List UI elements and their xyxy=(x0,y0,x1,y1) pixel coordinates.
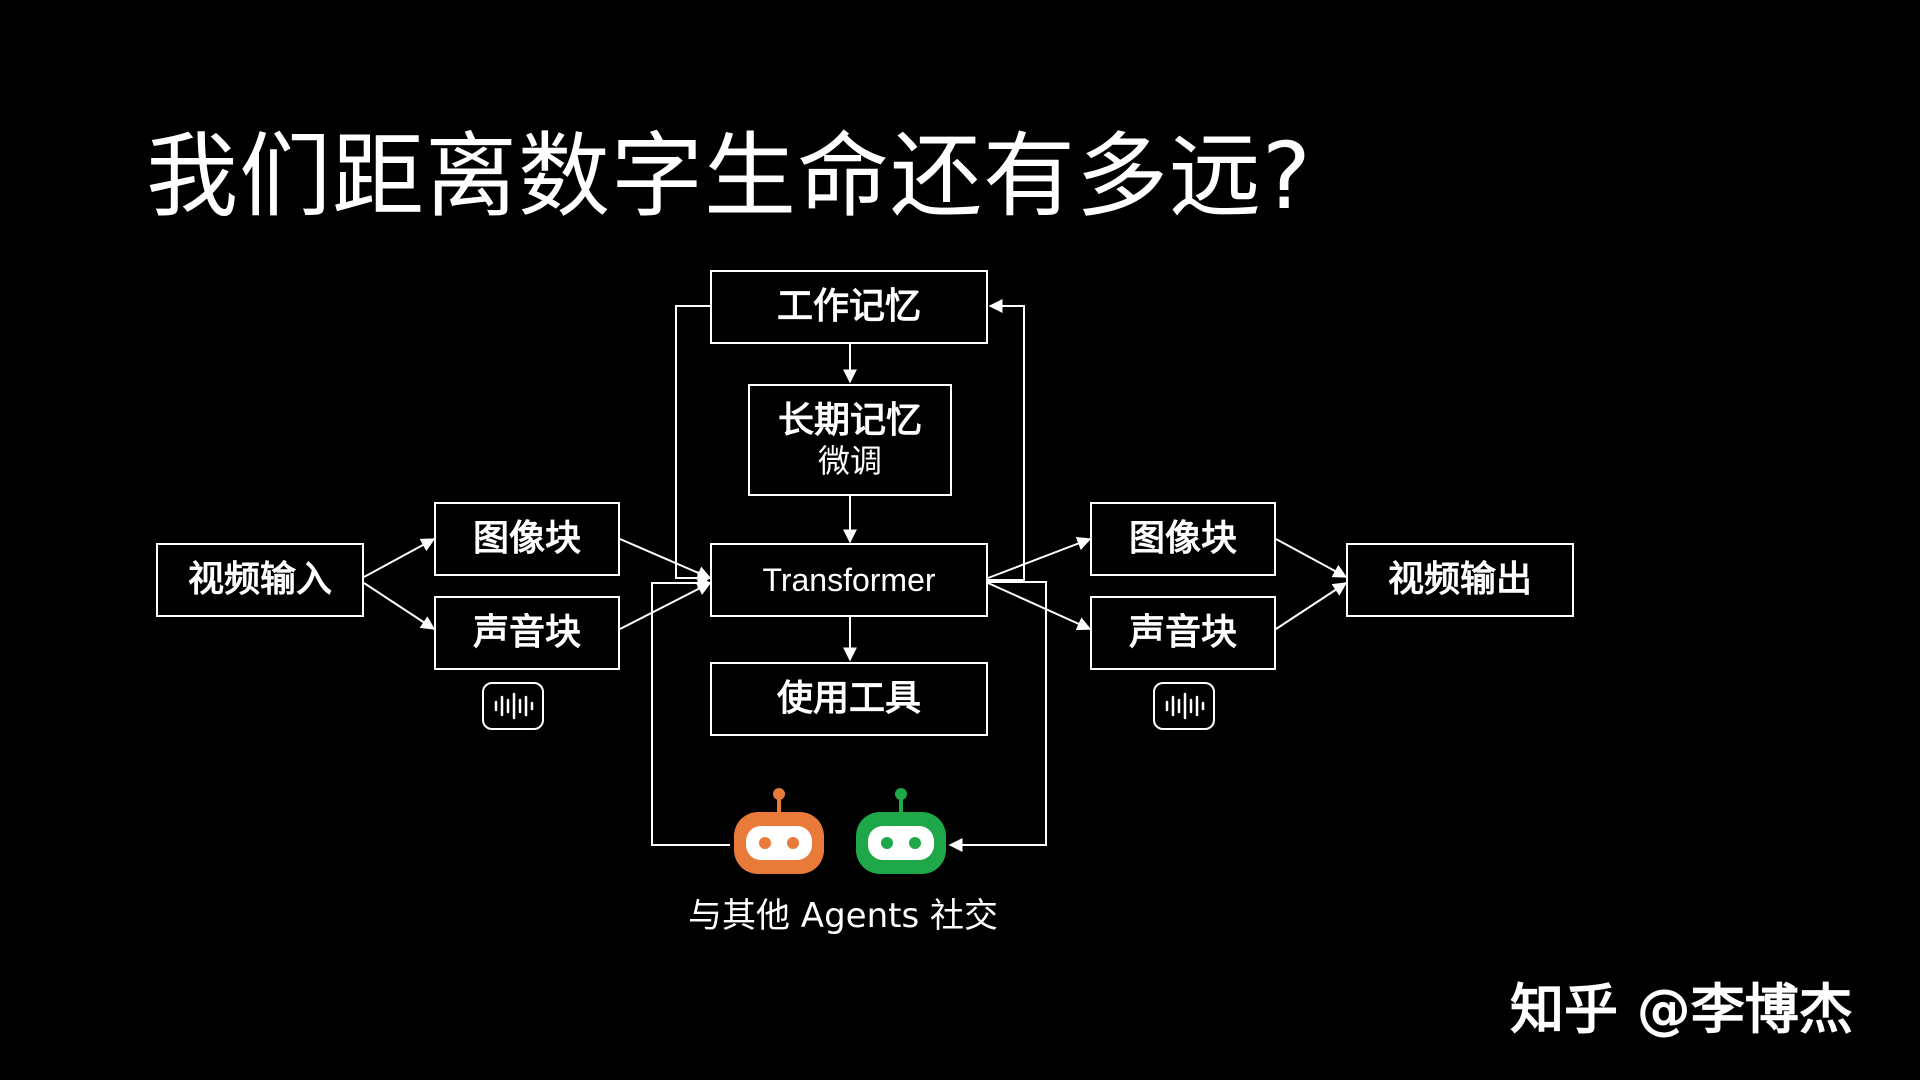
long-term-memory-box: 长期记忆 微调 xyxy=(748,384,952,496)
robot-icon xyxy=(734,788,824,874)
video-output-box: 视频输出 xyxy=(1346,543,1574,617)
image-block-input-label: 图像块 xyxy=(472,518,581,560)
video-input-box: 视频输入 xyxy=(156,543,364,617)
working-memory-box: 工作记忆 xyxy=(710,270,988,344)
image-block-output-label: 图像块 xyxy=(1128,518,1237,560)
video-output-label: 视频输出 xyxy=(1387,559,1532,601)
video-input-label: 视频输入 xyxy=(187,559,332,601)
audio-block-output-box: 声音块 xyxy=(1090,596,1276,670)
audio-waveform-icon xyxy=(482,682,544,730)
working-memory-label: 工作记忆 xyxy=(776,286,921,328)
use-tools-box: 使用工具 xyxy=(710,662,988,736)
audio-block-input-box: 声音块 xyxy=(434,596,620,670)
audio-block-input-label: 声音块 xyxy=(472,612,581,654)
audio-block-output-label: 声音块 xyxy=(1128,612,1237,654)
transformer-label: Transformer xyxy=(762,561,936,598)
slide-title: 我们距离数字生命还有多远? xyxy=(146,123,1312,230)
audio-waveform-icon xyxy=(1153,682,1215,730)
social-caption: 与其他 Agents 社交 xyxy=(688,896,998,936)
watermark: 知乎 @李博杰 xyxy=(1510,978,1853,1041)
use-tools-label: 使用工具 xyxy=(776,678,921,720)
long-term-memory-label: 长期记忆 xyxy=(777,400,922,442)
image-block-input-box: 图像块 xyxy=(434,502,620,576)
robot-icon xyxy=(856,788,946,874)
transformer-box: Transformer xyxy=(710,543,988,617)
image-block-output-box: 图像块 xyxy=(1090,502,1276,576)
fine-tune-label: 微调 xyxy=(817,442,882,481)
